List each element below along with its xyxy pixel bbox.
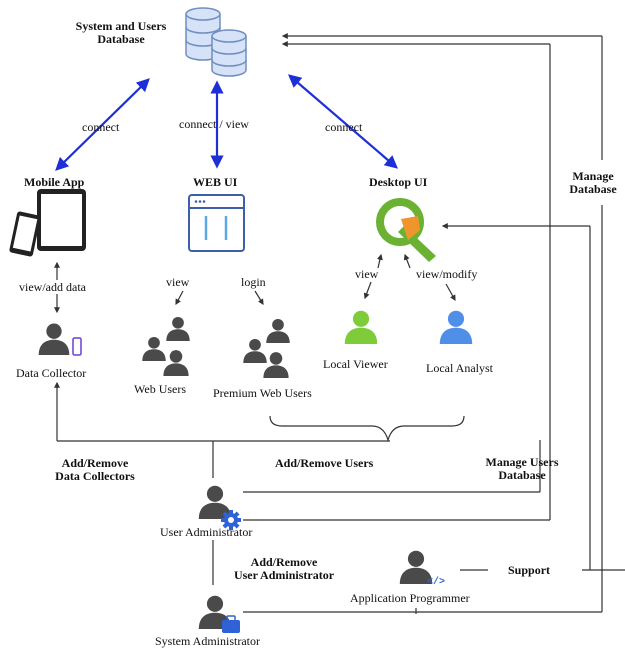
database-title: System and Users Database: [60, 20, 182, 46]
briefcase-badge-icon: [222, 615, 240, 633]
connect-label-middle: connect / view: [179, 117, 249, 131]
manage-db-label: Manage Database: [560, 170, 625, 196]
local-analyst-person: [439, 310, 473, 344]
connection-arrows: [55, 74, 399, 171]
web-users-label: Web Users: [134, 382, 187, 396]
user-administrator-person: [198, 485, 241, 530]
add-remove-users-label: Add/Remove Users: [275, 456, 374, 470]
mobile-app-title: Mobile App: [24, 175, 85, 189]
premium-web-users-group: [243, 318, 290, 378]
premium-web-users-label: Premium Web Users: [213, 386, 312, 400]
mobile-action-label: view/add data: [19, 280, 86, 294]
add-remove-admin-line1: Add/Remove: [250, 555, 318, 569]
data-collector-label: Data Collector: [16, 366, 87, 380]
access-arrows: [54, 253, 456, 314]
qgis-logo-icon: [376, 198, 436, 262]
database-title-line2: Database: [97, 32, 145, 46]
data-collector-person: [38, 323, 82, 356]
local-viewer-person: [344, 310, 378, 344]
add-remove-collectors-line1: Add/Remove: [61, 456, 129, 470]
web-action-right-label: login: [241, 275, 266, 289]
support-label: Support: [508, 563, 551, 577]
application-programmer-person: </>: [399, 550, 445, 588]
add-remove-collectors-label: Add/Remove Data Collectors: [40, 457, 150, 483]
user-administrator-label: User Administrator: [160, 525, 253, 539]
web-users-group: [142, 316, 190, 376]
add-remove-collectors-line2: Data Collectors: [55, 469, 135, 483]
add-remove-admin-label: Add/Remove User Administrator: [214, 556, 354, 582]
connect-label-right: connect: [325, 120, 363, 134]
database-stack-icon: [185, 7, 247, 77]
admin-lines: [54, 33, 625, 614]
manage-db-line2: Database: [569, 182, 617, 196]
mobile-connect-arrow: [55, 78, 150, 171]
code-badge-icon: </>: [427, 576, 445, 588]
manage-db-line1: Manage: [572, 169, 614, 183]
local-analyst-label: Local Analyst: [426, 361, 493, 375]
desktop-action-right-label: view/modify: [416, 267, 478, 281]
database-title-line1: System and Users: [75, 19, 167, 33]
browser-window-icon: [188, 194, 245, 252]
manage-users-db-label: Manage Users Database: [472, 456, 572, 482]
tablet-phone-icon: [9, 189, 86, 257]
connect-label-left: connect: [82, 120, 120, 134]
manage-users-db-line1: Manage Users: [485, 455, 559, 469]
web-ui-title: WEB UI: [193, 175, 238, 189]
manage-users-db-line2: Database: [498, 468, 546, 482]
application-programmer-label: Application Programmer: [350, 591, 470, 605]
desktop-connect-arrow: [287, 74, 399, 169]
system-administrator-label: System Administrator: [155, 634, 260, 648]
desktop-ui-title: Desktop UI: [369, 175, 428, 189]
web-action-left-label: view: [166, 275, 190, 289]
add-remove-admin-line2: User Administrator: [233, 568, 335, 582]
local-viewer-label: Local Viewer: [323, 357, 388, 371]
system-administrator-person: [198, 595, 240, 633]
desktop-action-left-label: view: [355, 267, 379, 281]
gear-badge-icon: [221, 510, 241, 530]
phone-badge-icon: [72, 337, 82, 356]
